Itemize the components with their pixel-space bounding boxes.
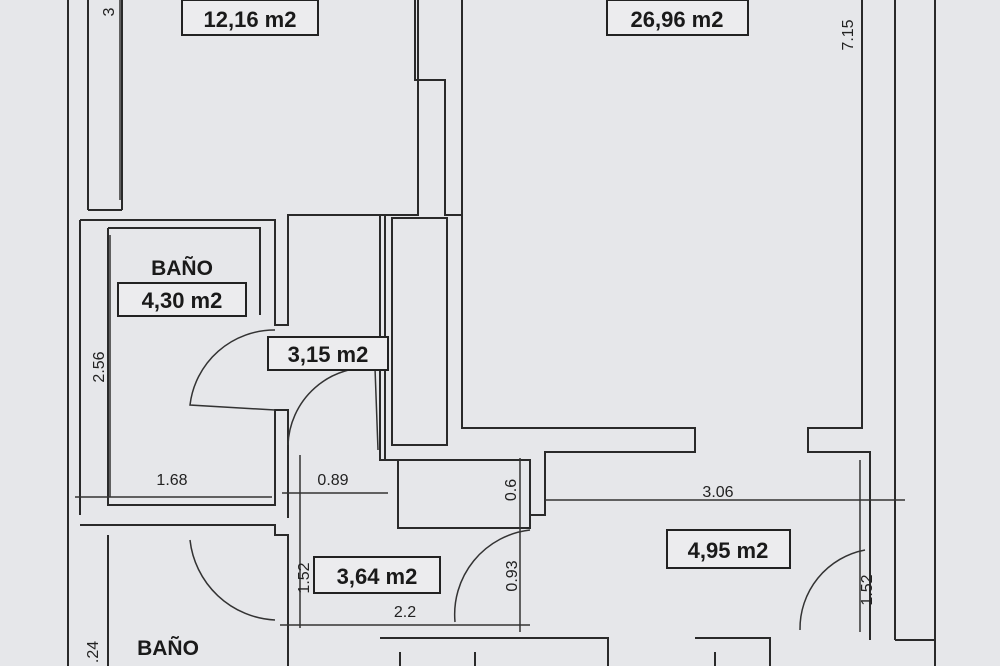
- room-name: BAÑO: [137, 637, 199, 660]
- dimension-label: 2.56: [91, 351, 108, 382]
- area-label-12-16: 12,16 m2: [181, 0, 319, 36]
- dimension-label: 7.15: [840, 19, 857, 50]
- room-area: 3,64 m2: [337, 564, 418, 589]
- dimension-label: 1.68: [156, 472, 187, 489]
- room-area: 12,16 m2: [204, 7, 297, 32]
- dimension-label: 0.89: [317, 472, 348, 489]
- dimension-label: 0.6: [503, 479, 520, 501]
- area-label-3-15: 3,15 m2: [267, 336, 389, 371]
- area-label-4-95: 4,95 m2: [666, 529, 791, 569]
- dimension-lines: [75, 0, 905, 632]
- dimension-label: 1.52: [859, 574, 876, 605]
- room-area: 26,96 m2: [631, 7, 724, 32]
- dimension-label: 1.52: [296, 562, 313, 593]
- room-name: BAÑO: [151, 257, 213, 280]
- dimension-label: 3: [101, 7, 118, 16]
- dimension-label: .24: [85, 641, 102, 663]
- room-area: 3,15 m2: [288, 342, 369, 367]
- room-area: 4,30 m2: [142, 288, 223, 313]
- dimension-label: 0.93: [504, 560, 521, 591]
- area-label-3-64: 3,64 m2: [313, 556, 441, 594]
- dimension-label: 2.2: [394, 604, 416, 621]
- room-area: 4,95 m2: [688, 538, 769, 563]
- area-label-26-96: 26,96 m2: [606, 0, 749, 36]
- area-label-4-30: 4,30 m2: [117, 282, 247, 317]
- dimension-label: 3.06: [702, 484, 733, 501]
- door-swings: [189, 329, 866, 631]
- walls: [67, 0, 936, 666]
